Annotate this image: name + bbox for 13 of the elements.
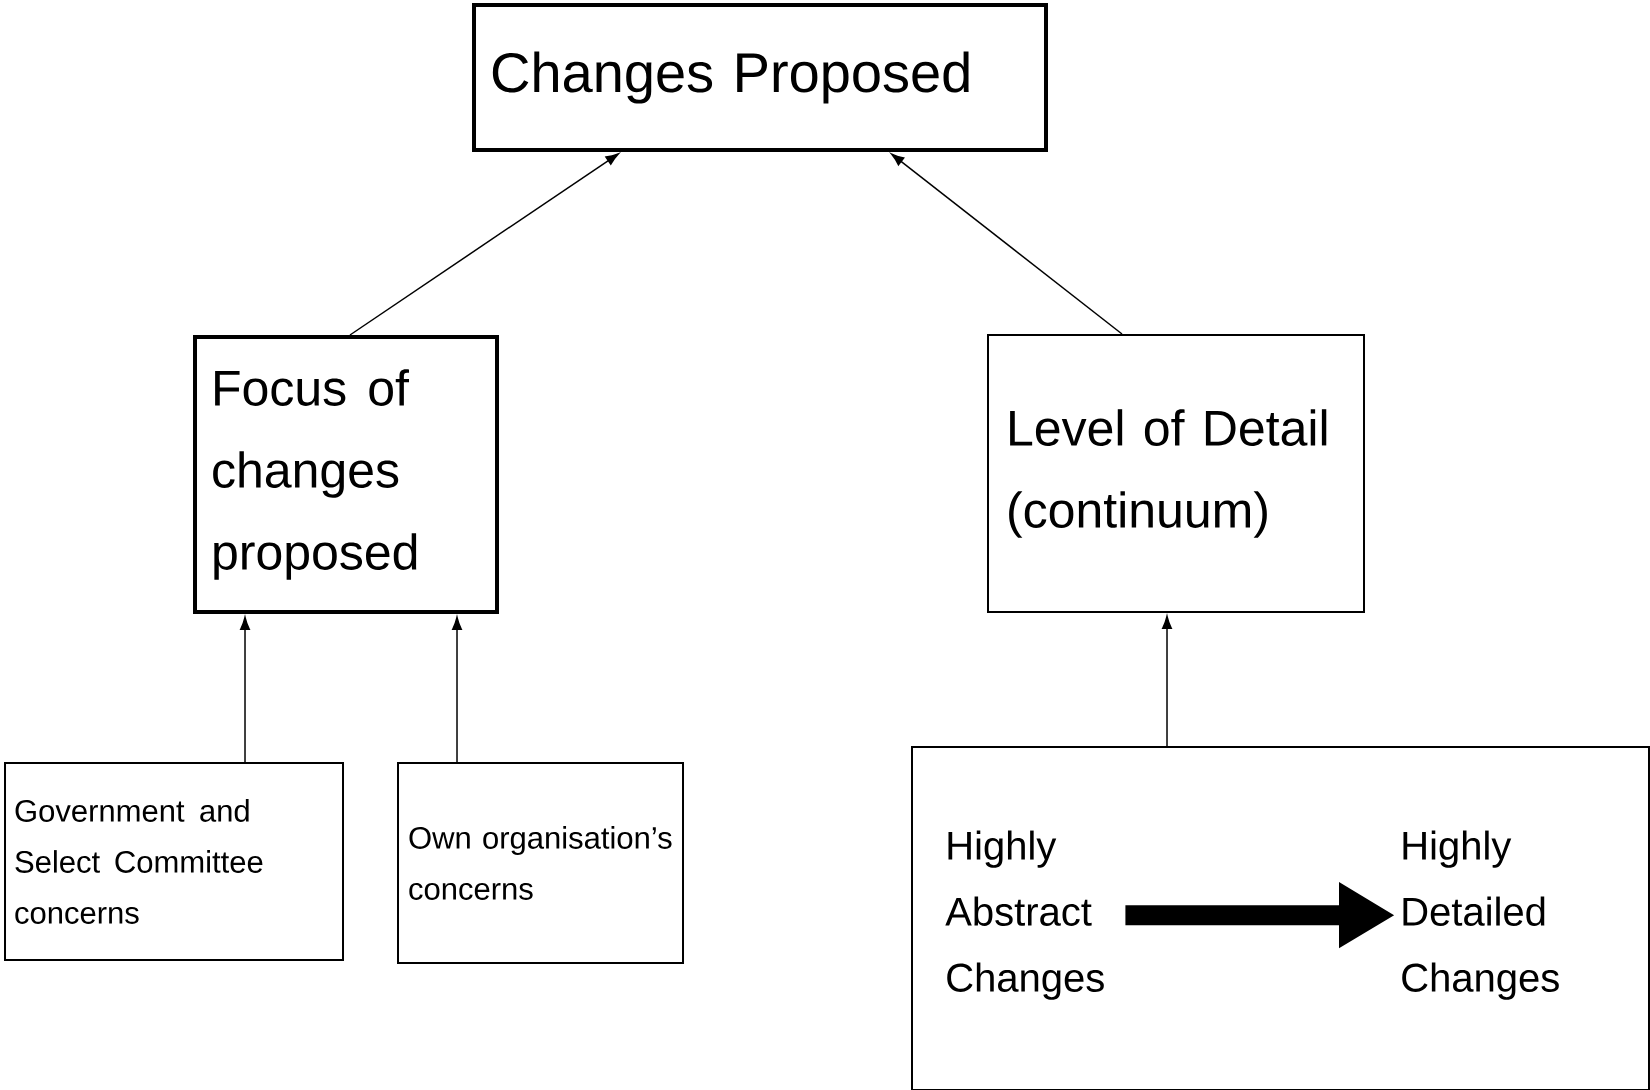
arrow [1162, 615, 1172, 747]
continuum-box [911, 746, 1650, 1090]
title-box: Changes Proposed [472, 3, 1048, 152]
source-box: Government and Select Committee concerns [4, 762, 344, 961]
arrow [890, 153, 1123, 335]
endpoint-label: Highly Abstract Changes [945, 830, 1104, 1000]
category-box: Level of Detail (continuum) [987, 334, 1365, 613]
source-box: Own organisation’s concerns [397, 762, 684, 964]
endpoint-label: Highly Detailed Changes [1402, 830, 1559, 1000]
arrow [349, 153, 619, 336]
arrow [240, 616, 250, 763]
category-box: Focus of changes proposed [193, 335, 499, 614]
arrow [452, 616, 462, 763]
